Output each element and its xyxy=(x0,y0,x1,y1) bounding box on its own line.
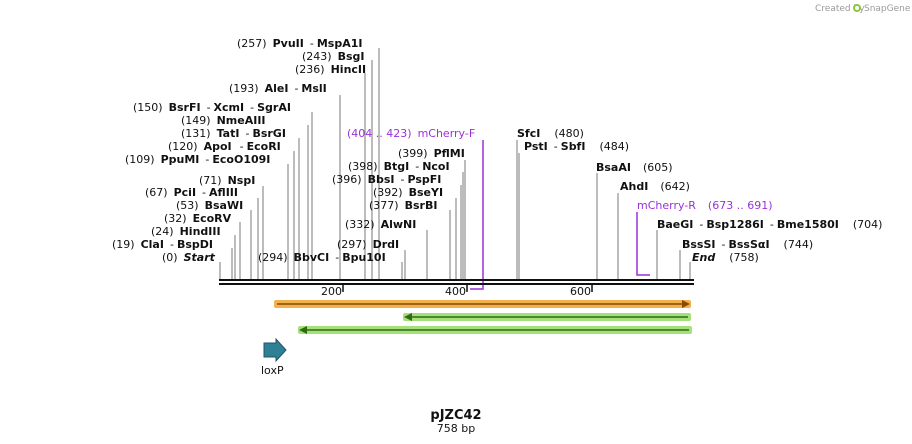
feature-arrow-green-short[interactable] xyxy=(403,313,691,321)
enzyme-labels-left: (257)PvuII-MspA1I (243)BsgI (236)HincII … xyxy=(112,37,366,264)
site-label: (193)AleI-MslI xyxy=(229,82,327,95)
site-label: SfcI(480) xyxy=(517,127,584,140)
site-label: BssSI-BssSαI(744) xyxy=(682,238,813,251)
site-label: (149)NmeAIII xyxy=(181,114,266,127)
enzyme-labels-middle: (399)PflMI (398)BtgI-NcoI (396)BbsI-PspF… xyxy=(258,147,465,264)
snapgene-logo-icon xyxy=(853,4,861,12)
dna-backbone xyxy=(219,279,694,285)
site-label: (294)BbvCI-Bpu10I xyxy=(258,251,386,264)
site-label: (332)AlwNI xyxy=(345,218,416,231)
feature-arrow-orange[interactable] xyxy=(274,300,691,308)
primer-mcherry-f[interactable]: (404 .. 423)mCherry-F xyxy=(347,127,484,290)
primer-label: mCherry-R(673 .. 691) xyxy=(637,199,772,212)
feature-arrow-green-long[interactable] xyxy=(298,326,692,334)
snapgene-credit: Created by SnapGene xyxy=(815,4,911,14)
site-label: (120)ApoI-EcoRI xyxy=(168,140,281,153)
ruler-label-200: 200 xyxy=(321,285,342,298)
site-label: (131)TatI-BsrGI xyxy=(181,127,286,140)
feature-label-loxp: loxP xyxy=(261,364,284,377)
site-label-end: End(758) xyxy=(692,251,759,264)
primer-marker xyxy=(470,140,484,290)
created-by-text: Created by xyxy=(815,4,865,14)
site-label: AhdI(642) xyxy=(620,180,690,193)
site-label: (19)ClaI-BspDI xyxy=(112,238,213,251)
primer-mcherry-r[interactable]: mCherry-R(673 .. 691) xyxy=(636,199,772,276)
site-label: (150)BsrFI-XcmI-SgrAI xyxy=(133,101,291,114)
site-label: (71)NspI xyxy=(199,174,255,187)
site-label: (109)PpuMI-EcoO109I xyxy=(125,153,270,166)
site-label: (24)HindIII xyxy=(151,225,221,238)
ruler-label-600: 600 xyxy=(570,285,591,298)
site-label: (257)PvuII-MspA1I xyxy=(237,37,362,50)
plasmid-title: pJZC42 758 bp xyxy=(430,408,481,435)
site-label: (377)BsrBI xyxy=(369,199,437,212)
site-label: BsaAI(605) xyxy=(596,161,673,174)
site-label: (67)PciI-AflIII xyxy=(145,186,238,199)
cut-site-lines xyxy=(219,48,691,280)
site-label: (32)EcoRV xyxy=(164,212,232,225)
site-label: (236)HincII xyxy=(295,63,366,76)
snapgene-brand-text: SnapGene xyxy=(864,4,911,14)
site-label: (243)BsgI xyxy=(302,50,365,63)
site-label: BaeGI-Bsp1286I-Bme1580I(704) xyxy=(657,218,882,231)
site-label: (53)BsaWI xyxy=(176,199,243,212)
site-label: PstI-SbfI(484) xyxy=(524,140,629,153)
site-label: (392)BseYI xyxy=(373,186,443,199)
site-label: (297)DrdI xyxy=(337,238,399,251)
site-label: (399)PflMI xyxy=(398,147,465,160)
plasmid-length: 758 bp xyxy=(437,422,475,435)
site-label: (398)BtgI-NcoI xyxy=(348,160,450,173)
primer-marker xyxy=(636,212,650,276)
site-label-start: (0)Start xyxy=(162,251,216,264)
plasmid-name: pJZC42 xyxy=(430,408,481,423)
ruler-label-400: 400 xyxy=(445,285,466,298)
ruler: 200 400 600 xyxy=(321,284,593,298)
loxp-arrow-icon xyxy=(263,337,287,363)
site-label: (396)BbsI-PspFI xyxy=(332,173,441,186)
primer-label: (404 .. 423)mCherry-F xyxy=(347,127,475,140)
enzyme-labels-right: SfcI(480) PstI-SbfI(484) BsaAI(605) AhdI… xyxy=(517,127,882,264)
feature-loxp[interactable]: loxP xyxy=(261,337,287,377)
